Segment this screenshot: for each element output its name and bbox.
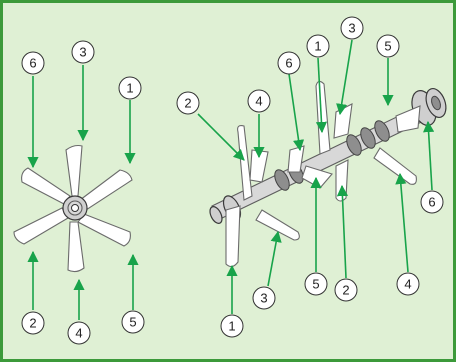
side-blade-1-lower [226,206,240,267]
svg-text:4: 4 [255,94,262,109]
svg-text:6: 6 [285,56,292,71]
arrow-side-3-bottom [268,232,278,286]
arrow-side-6-right [428,122,432,190]
callout-side-5-top: 5 [377,35,399,57]
callout-side-2-top: 2 [177,92,199,114]
side-blade-5 [302,166,332,188]
callout-side-4-right: 4 [397,273,419,295]
svg-text:1: 1 [126,81,133,96]
side-blade-2 [238,126,252,200]
svg-text:1: 1 [228,319,235,334]
arrow-side-6-top [289,74,300,150]
svg-text:2: 2 [184,96,191,111]
callout-front-4: 4 [68,322,90,344]
front-view-wheel [14,146,132,272]
callout-front-1: 1 [119,77,141,99]
callout-side-5-bottom: 5 [305,273,327,295]
arrow-side-3-top [340,40,352,114]
front-blade-up-left [22,168,70,204]
callout-side-6-right: 6 [421,191,443,213]
front-blade-up [66,146,82,197]
callout-front-6: 6 [22,52,44,74]
callout-side-6-top: 6 [278,52,300,74]
callout-front-3: 3 [72,41,94,63]
svg-text:4: 4 [75,326,82,341]
side-view-shaft [208,81,450,266]
svg-text:6: 6 [428,195,435,210]
callout-side-3-top: 3 [341,17,363,39]
callout-side-1-bottom: 1 [221,315,243,337]
side-blade-6-end [396,106,420,132]
svg-text:6: 6 [29,56,36,71]
svg-text:4: 4 [404,277,411,292]
svg-text:3: 3 [79,45,86,60]
svg-text:1: 1 [314,39,321,54]
svg-text:5: 5 [312,277,319,292]
svg-text:3: 3 [260,291,267,306]
callout-side-2-bottom: 2 [335,279,357,301]
side-blade-3-upper [334,104,352,138]
front-blade-up-right [80,170,132,210]
svg-text:2: 2 [29,316,36,331]
arrow-side-4-right [400,174,408,272]
callout-side-1-top: 1 [307,35,329,57]
svg-text:5: 5 [129,315,136,330]
svg-text:5: 5 [384,39,391,54]
callout-front-5: 5 [122,311,144,333]
side-blade-4-lower [374,148,416,184]
svg-text:3: 3 [348,21,355,36]
callout-side-4-top: 4 [248,90,270,112]
side-blade-1-upper [316,81,330,154]
front-blade-down-right [78,214,130,246]
callout-side-3-bottom: 3 [253,287,275,309]
front-blade-down-left [14,208,68,244]
arrow-side-2-top [198,114,244,160]
svg-text:2: 2 [342,283,349,298]
callout-front-2: 2 [22,312,44,334]
front-blade-down [68,222,84,272]
